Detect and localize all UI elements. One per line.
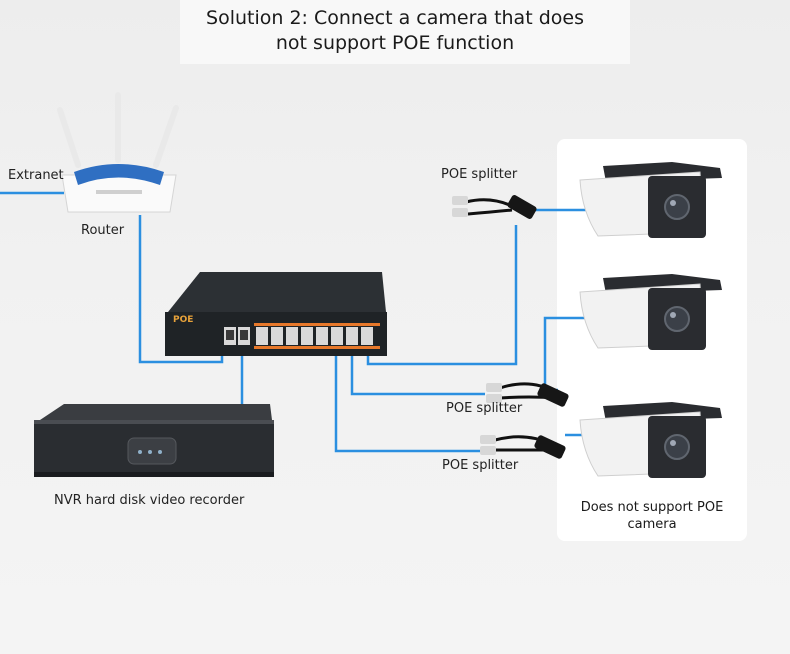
cable-switch-splitter-mid — [350, 352, 485, 396]
poe-splitter-bottom-label: POE splitter — [442, 458, 519, 473]
camera-middle — [579, 274, 722, 350]
cable-router-switch — [138, 215, 224, 364]
title-line-1: Solution 2: Connect a camera that does — [206, 7, 584, 29]
camera-caption-line-2: camera — [627, 517, 677, 532]
extranet-label: Extranet — [8, 168, 64, 183]
poe-splitter-top — [452, 195, 537, 219]
poe-splitter-bottom — [480, 435, 566, 459]
nvr-label: NVR hard disk video recorder — [54, 493, 245, 508]
router — [57, 92, 179, 213]
diagram-title: Solution 2: Connect a camera that does n… — [0, 6, 790, 56]
poe-splitter-mid-label: POE splitter — [446, 401, 523, 416]
cable-switch-splitter-top — [366, 225, 518, 366]
camera-top — [579, 162, 722, 238]
poe-switch — [165, 272, 387, 356]
title-line-2: not support POE function — [275, 32, 515, 54]
camera-caption-line-1: Does not support POE — [580, 500, 724, 515]
switch-uplink-ports — [224, 327, 250, 345]
title-band — [180, 0, 630, 64]
switch-poe-badge: POE — [173, 315, 194, 325]
switch-poe-ports — [256, 327, 373, 345]
poe-splitter-top-label: POE splitter — [441, 167, 518, 182]
poe-splitter-mid — [486, 382, 569, 407]
cable-switch-splitter-bottom — [334, 352, 480, 453]
router-label: Router — [81, 223, 125, 238]
camera-bottom — [579, 402, 722, 478]
cables — [0, 191, 604, 453]
nvr-recorder — [34, 404, 274, 477]
